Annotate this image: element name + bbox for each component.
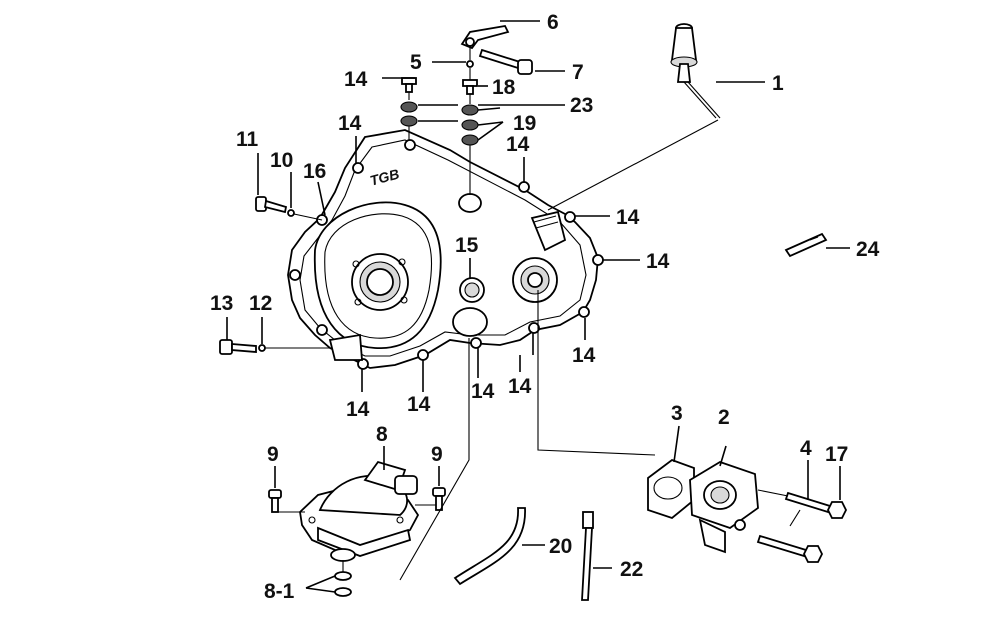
callout-17: 17 bbox=[825, 443, 848, 466]
callout-8: 8 bbox=[376, 423, 388, 446]
callout-14-top: 14 bbox=[344, 68, 368, 91]
washer-10 bbox=[287, 209, 295, 217]
callout-14-bottom-d: 14 bbox=[346, 398, 370, 421]
callout-14-bottom-a: 14 bbox=[508, 375, 532, 398]
hose-20 bbox=[453, 507, 526, 586]
clip-24 bbox=[784, 232, 828, 258]
strap-22 bbox=[581, 511, 594, 601]
callout-6: 6 bbox=[547, 11, 559, 34]
bolt-14-top bbox=[401, 77, 417, 93]
callout-14-upper-right: 14 bbox=[506, 133, 530, 156]
callout-14-right-a: 14 bbox=[616, 206, 640, 229]
callout-22: 22 bbox=[620, 558, 643, 581]
callout-14-bottom-c: 14 bbox=[407, 393, 431, 416]
callout-12: 12 bbox=[249, 292, 272, 315]
bracket bbox=[460, 25, 510, 50]
o-rings-8-1 bbox=[334, 560, 352, 597]
callout-14-right-b: 14 bbox=[646, 250, 670, 273]
callout-23: 23 bbox=[570, 94, 593, 117]
cover-logo: TGB bbox=[368, 166, 401, 189]
callout-24: 24 bbox=[856, 238, 880, 261]
washer-12 bbox=[258, 344, 266, 352]
callout-13: 13 bbox=[210, 292, 233, 315]
callout-11: 11 bbox=[236, 128, 259, 151]
callout-2: 2 bbox=[718, 406, 730, 429]
callout-3: 3 bbox=[671, 402, 683, 425]
callout-14-upper-left: 14 bbox=[338, 112, 362, 135]
callout-4: 4 bbox=[800, 437, 812, 460]
callout-5: 5 bbox=[410, 51, 422, 74]
callout-15: 15 bbox=[455, 234, 479, 257]
callout-18: 18 bbox=[492, 76, 516, 99]
callout-1: 1 bbox=[772, 72, 784, 95]
callout-19: 19 bbox=[513, 112, 536, 135]
bolt-13 bbox=[219, 339, 257, 355]
o-ring-5 bbox=[466, 60, 474, 68]
callout-7: 7 bbox=[572, 61, 584, 84]
bolt-11 bbox=[255, 196, 288, 214]
callout-9-right: 9 bbox=[431, 443, 443, 466]
bolt-9-right bbox=[415, 487, 446, 511]
callout-9-left: 9 bbox=[267, 443, 279, 466]
dipstick bbox=[670, 23, 721, 119]
bolt-7 bbox=[478, 48, 533, 75]
bolt-9-left bbox=[268, 489, 305, 513]
nut-17 bbox=[802, 501, 848, 563]
housing-2 bbox=[689, 461, 759, 554]
callout-10: 10 bbox=[270, 149, 293, 172]
callout-14-lower-right: 14 bbox=[572, 344, 596, 367]
callout-20: 20 bbox=[549, 535, 572, 558]
bolt-18 bbox=[462, 79, 478, 95]
gasket-3 bbox=[647, 458, 695, 520]
water-pump bbox=[299, 460, 420, 562]
clutch-cover bbox=[287, 129, 604, 370]
callout-8-1: 8-1 bbox=[264, 580, 295, 603]
callout-14-bottom-b: 14 bbox=[471, 380, 495, 403]
washer-stack bbox=[400, 101, 479, 146]
callout-16: 16 bbox=[303, 160, 326, 183]
